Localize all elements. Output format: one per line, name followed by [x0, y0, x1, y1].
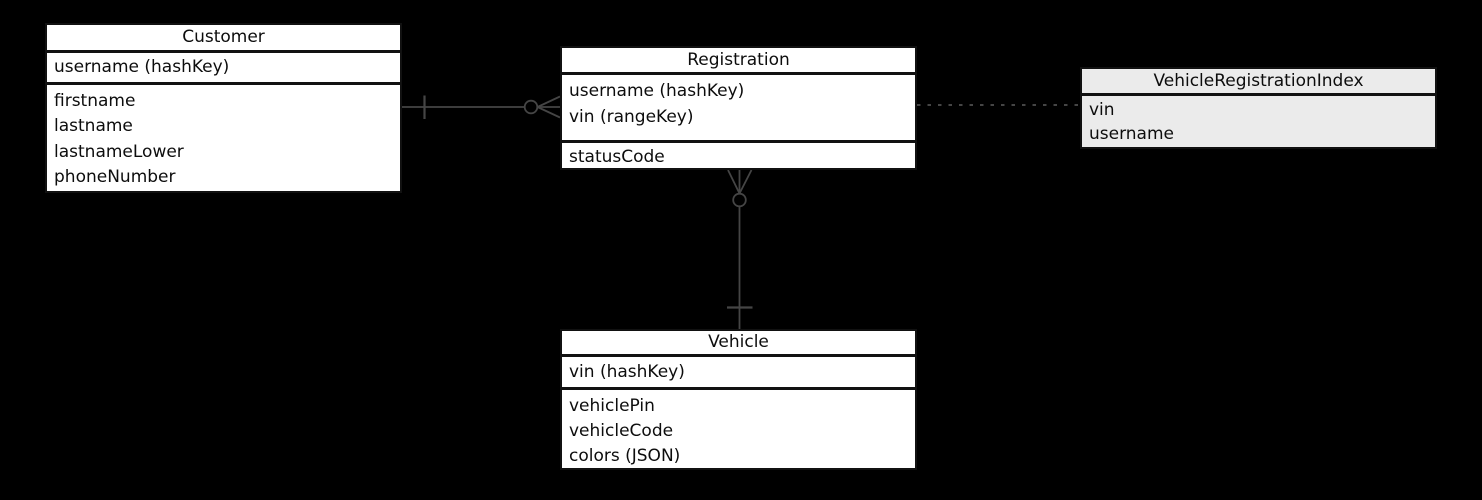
- zero-circle-icon: [523, 99, 539, 115]
- entity-customer: Customer username (hashKey) firstname la…: [45, 23, 402, 193]
- attribute: phoneNumber: [54, 167, 176, 188]
- key-attribute: username (hashKey): [54, 57, 230, 77]
- attribute: statusCode: [569, 147, 665, 167]
- entity-keys-section: username (hashKey): [47, 53, 400, 85]
- crow-foot-many-icon: [537, 95, 561, 119]
- attribute: lastnameLower: [54, 141, 184, 162]
- attribute: vin: [1089, 100, 1115, 120]
- key-attribute: vin (hashKey): [569, 362, 685, 382]
- relationship-vehicle-registration: [727, 169, 753, 330]
- relationship-customer-registration: [402, 95, 561, 119]
- attribute: firstname: [54, 91, 136, 111]
- entity-keys-section: username (hashKey) vin (rangeKey): [562, 75, 915, 143]
- entity-registration: Registration username (hashKey) vin (ran…: [560, 46, 917, 170]
- entity-title: Registration: [562, 48, 915, 75]
- attribute: vehiclePin: [569, 396, 655, 416]
- key-attribute: vin (rangeKey): [569, 106, 694, 127]
- entity-attributes-section: firstname lastname lastnameLower phoneNu…: [47, 85, 400, 191]
- entity-keys-section: vin (hashKey): [562, 357, 915, 390]
- entity-attributes-section: vehiclePin vehicleCode colors (JSON): [562, 390, 915, 468]
- attribute: vehicleCode: [569, 421, 674, 441]
- entity-attributes-section: vin username: [1082, 96, 1435, 147]
- entity-vehicle: Vehicle vin (hashKey) vehiclePin vehicle…: [560, 329, 917, 470]
- entity-title: VehicleRegistrationIndex: [1082, 69, 1435, 96]
- key-attribute: username (hashKey): [569, 81, 745, 101]
- entity-title: Vehicle: [562, 331, 915, 357]
- crow-foot-many-icon: [727, 169, 753, 194]
- entity-attributes-section: statusCode: [562, 143, 915, 168]
- zero-circle-icon: [732, 192, 747, 208]
- attribute: lastname: [54, 116, 133, 137]
- entity-vehicle-registration-index: VehicleRegistrationIndex vin username: [1080, 67, 1437, 149]
- attribute: username: [1089, 124, 1174, 144]
- entity-title: Customer: [47, 25, 400, 53]
- attribute: colors (JSON): [569, 446, 681, 466]
